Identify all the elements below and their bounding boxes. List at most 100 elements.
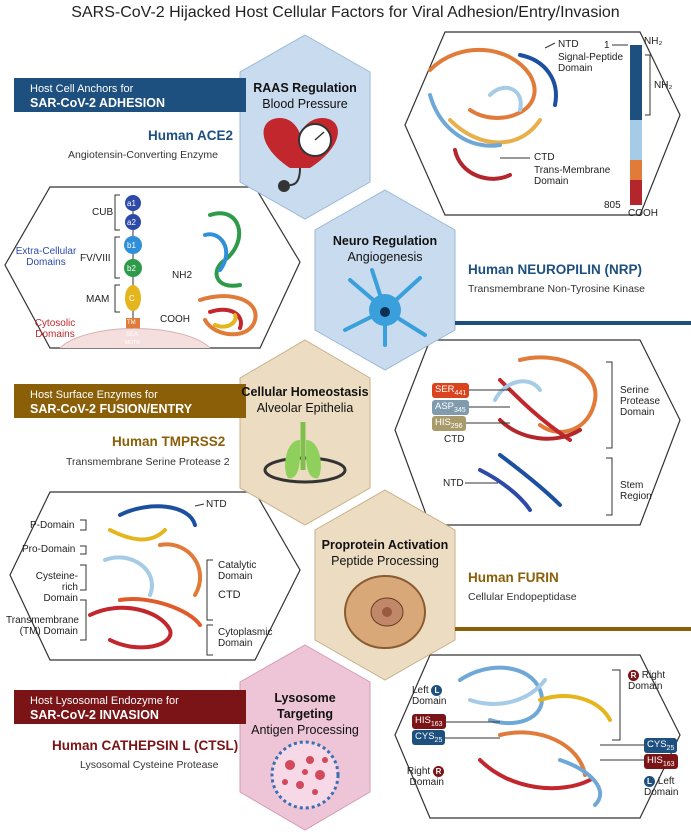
ctsl-left-domain-label-right: L Left Domain xyxy=(644,776,678,798)
page-title: SARS-CoV-2 Hijacked Host Cellular Factor… xyxy=(71,4,620,21)
ctsl-structure-frame xyxy=(394,654,681,819)
left-badge-icon: L xyxy=(431,685,443,696)
ace2-ctd-label: CTD xyxy=(534,152,555,163)
ctsl-hex-title: Lysosome Targeting xyxy=(274,691,336,721)
ace2-cooh: COOH xyxy=(628,208,658,219)
furin-cys-line2: Domain xyxy=(43,593,78,604)
nrp-c: C xyxy=(129,294,135,303)
tmprss2-name: Human TMPRSS2 xyxy=(112,434,226,449)
ctsl-ld-line2: Domain xyxy=(644,787,679,798)
ctsl-cys-badge-right: CYS25 xyxy=(644,738,678,753)
furin-tm-line1: Transmembrane xyxy=(6,615,79,626)
ace2-ntd-label: NTD xyxy=(558,39,579,50)
tmprss2-his-text: HIS xyxy=(435,417,451,428)
nrp-hex-sub: Angiogenesis xyxy=(347,250,423,264)
right-badge-icon-2: R xyxy=(628,670,639,681)
ctsl-left-line1: Left xyxy=(412,685,429,696)
nrp-fv-label: FV/VIII xyxy=(80,253,111,264)
tmprss2-serine-protease-label: Serine Protease Domain xyxy=(620,385,660,418)
furin-hex-sub: Peptide Processing xyxy=(331,554,439,568)
nrp-cooh-label: COOH xyxy=(160,314,190,325)
tmprss2-banner-line1: Host Surface Enzymes for xyxy=(30,389,158,401)
ace2-tm-line1: Trans-Membrane xyxy=(534,165,611,176)
neuron-icon xyxy=(343,268,427,347)
tmprss2-ctd-label: CTD xyxy=(444,434,465,445)
ctsl-rd-line1: Right xyxy=(641,670,666,681)
ace2-signal-peptide-label: Signal-Peptide Domain xyxy=(558,52,623,74)
furin-name: Human FURIN xyxy=(468,570,559,585)
nrp-cyto-line2: Domains xyxy=(35,329,75,340)
furin-tm-label: Transmembrane (TM) Domain xyxy=(6,615,79,637)
ctsl-his-num-right: 163 xyxy=(662,760,675,768)
ctsl-ld-line1: Left xyxy=(657,776,675,787)
tmprss2-asp-num: 345 xyxy=(454,406,466,414)
furin-p-domain-label: P-Domain xyxy=(30,520,75,531)
tmprss2-his-badge: HIS296 xyxy=(432,416,466,431)
nrp-domain-diagram xyxy=(59,194,211,349)
furin-hex-title: Proprotein Activation xyxy=(321,538,449,552)
ctsl-cys-text-right: CYS xyxy=(647,739,667,750)
ace2-banner: Host Cell Anchors for SAR-CoV-2 ADHESION xyxy=(14,78,246,112)
nrp-sea: SEA xyxy=(126,332,139,338)
tmprss2-protein-structure xyxy=(478,355,598,512)
nrp-nh2-label: NH2 xyxy=(172,270,193,281)
ctsl-right-domain-label: R Right Domain xyxy=(628,670,665,692)
nrp-cyto-line1: Cytosolic xyxy=(34,318,76,329)
tmprss2-spd-line2: Protease xyxy=(620,396,661,407)
furin-tm-line2: (TM) Domain xyxy=(19,626,78,637)
cell-icon xyxy=(344,575,426,649)
ctsl-his-num-left: 163 xyxy=(430,720,443,728)
tmprss2-stem-label: Stem Region xyxy=(620,480,652,502)
hex-neuro xyxy=(314,189,456,371)
ctsl-cys-num-left: 25 xyxy=(434,736,443,744)
ace2-tm-label: Trans-Membrane Domain xyxy=(534,165,610,187)
right-badge-icon: R xyxy=(433,766,444,777)
ctsl-right-domain-label-left: Right R Domain xyxy=(404,766,444,788)
furin-cyt-line2: Domain xyxy=(218,638,253,649)
furin-cat-line2: Domain xyxy=(218,571,253,582)
tmprss2-ntd-label: NTD xyxy=(443,478,464,489)
furin-cysteine-label: Cysteine-rich Domain xyxy=(20,571,78,604)
ace2-banner-line2: SAR-CoV-2 ADHESION xyxy=(30,96,165,110)
ctsl-his-badge-left: HIS163 xyxy=(412,714,446,729)
tmprss2-asp-badge: ASP345 xyxy=(432,400,469,415)
tmprss2-spd-line1: Serine xyxy=(620,385,649,396)
ctsl-his-text-left: HIS xyxy=(415,715,431,726)
nrp-hex-title: Neuro Regulation xyxy=(332,234,438,248)
nrp-b1: b1 xyxy=(127,241,136,250)
tmprss2-banner: Host Surface Enzymes for SAR-CoV-2 FUSIO… xyxy=(14,384,246,418)
nrp-extra-line2: Domains xyxy=(26,257,66,268)
ctsl-left-line2: Domain xyxy=(412,696,447,707)
ctsl-banner: Host Lysosomal Endozyme for SAR-CoV-2 IN… xyxy=(14,690,246,724)
ctsl-his-text-right: HIS xyxy=(647,755,663,766)
nrp-a1: a1 xyxy=(127,199,136,208)
nrp-protein-structure xyxy=(198,211,258,337)
tmprss2-hex-sub: Alveolar Epithelia xyxy=(256,401,354,415)
ctsl-hex-sub: Antigen Processing xyxy=(251,723,359,737)
nrp-rule xyxy=(455,321,691,325)
furin-sub: Cellular Endopeptidase xyxy=(468,591,577,603)
tmprss2-hex-title: Cellular Homeostasis xyxy=(241,385,369,399)
lysosome-icon xyxy=(270,740,340,810)
nrp-motif: MOTIF xyxy=(125,340,141,346)
ace2-hex-sub: Blood Pressure xyxy=(262,97,348,111)
tmprss2-sub: Transmembrane Serine Protease 2 xyxy=(66,456,230,468)
ctsl-sub: Lysosomal Cysteine Protease xyxy=(80,759,219,771)
nrp-extra-line1: Extra-Cellular xyxy=(15,246,77,257)
nrp-a2: a2 xyxy=(127,218,136,227)
ctsl-right-line1: Right xyxy=(406,766,431,777)
ace2-name: Human ACE2 xyxy=(148,128,234,143)
ctsl-cys-badge-left: CYS25 xyxy=(412,730,446,745)
ctsl-name: Human CATHEPSIN L (CTSL) xyxy=(52,738,239,753)
ace2-tm-line2: Domain xyxy=(534,176,569,187)
furin-pro-domain-label: Pro-Domain xyxy=(22,544,76,555)
ace2-protein-structure xyxy=(428,48,558,181)
ace2-sp-line1: Signal-Peptide xyxy=(558,52,624,63)
ctsl-rd-line2: Domain xyxy=(628,681,663,692)
furin-hex-label: Proprotein Activation Peptide Processing xyxy=(320,537,450,569)
ace2-banner-line1: Host Cell Anchors for xyxy=(30,83,134,95)
lungs-icon xyxy=(263,422,347,484)
tmprss2-ser-text: SER xyxy=(435,384,455,395)
tmprss2-his-num: 296 xyxy=(450,422,463,430)
